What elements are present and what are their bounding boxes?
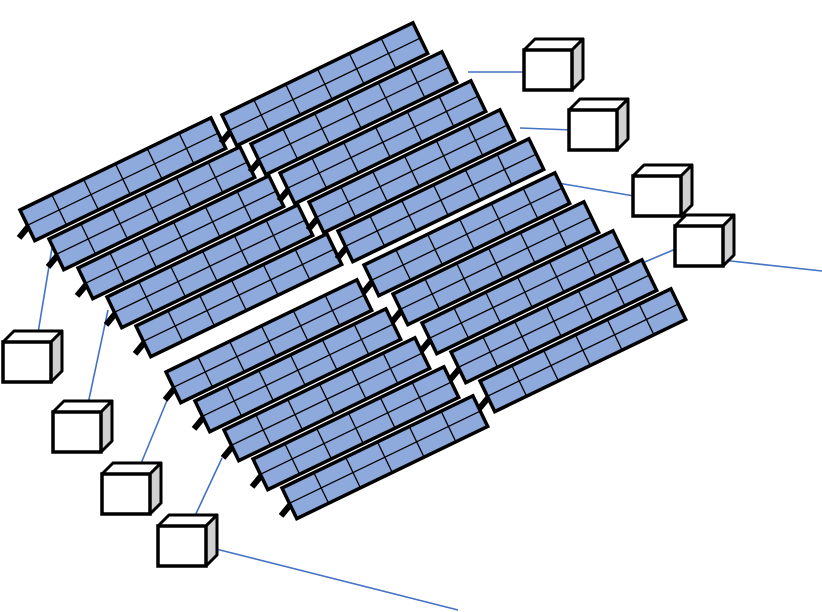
solar-panel: [249, 364, 462, 492]
cable: [551, 181, 635, 197]
mount-post: [132, 340, 147, 356]
solar-panel: [162, 277, 375, 405]
box-front: [100, 472, 152, 516]
mount-post: [45, 253, 60, 269]
mount-post: [447, 366, 462, 382]
solar-panel: [74, 173, 287, 301]
cell-divider: [173, 294, 365, 388]
box-front: [631, 174, 683, 218]
cell-divider: [258, 66, 450, 160]
array-upper-right: [218, 20, 547, 264]
cell-divider: [27, 132, 219, 226]
box-front: [673, 224, 725, 268]
cell-divider: [458, 274, 650, 368]
array-lower-right: [360, 170, 689, 414]
array-lower-left: [162, 277, 491, 521]
cell-divider: [56, 161, 248, 255]
cable: [139, 397, 169, 467]
solar-panel: [132, 231, 345, 359]
mount-post: [278, 502, 293, 518]
combiner-box-1: [1, 329, 64, 384]
solar-panel: [276, 78, 489, 206]
combiner-box-7: [631, 163, 694, 218]
output-cable: [721, 259, 822, 272]
cell-divider: [202, 323, 394, 417]
combiner-box-layer: [1, 37, 736, 568]
cell-divider: [260, 381, 452, 475]
mount-post: [334, 245, 349, 261]
solar-panel: [45, 144, 258, 272]
solar-panel: [247, 49, 460, 177]
combiner-box-5: [522, 37, 585, 92]
cell-divider: [400, 216, 592, 310]
solar-panel: [305, 107, 518, 235]
solar-panel: [447, 257, 660, 385]
solar-panel: [278, 393, 491, 521]
cable: [519, 127, 573, 131]
cell-divider: [229, 37, 421, 131]
cable: [193, 457, 223, 519]
panel-layer: [16, 20, 689, 521]
cell-divider: [289, 410, 481, 504]
solar-panel: [218, 20, 431, 148]
mount-post: [389, 308, 404, 324]
solar-panel: [418, 228, 631, 356]
output-cable: [211, 547, 459, 611]
combiner-box-3: [100, 461, 163, 516]
cell-divider: [487, 303, 679, 397]
cable: [87, 309, 109, 405]
cable-layer: [37, 71, 822, 611]
mount-post: [418, 337, 433, 353]
solar-panel: [16, 115, 229, 243]
mount-post: [249, 473, 264, 489]
solar-panel: [191, 306, 404, 434]
solar-panel: [360, 170, 573, 298]
solar-panel: [334, 136, 547, 264]
solar-panel: [476, 286, 689, 414]
solar-panel: [220, 335, 433, 463]
cell-divider: [143, 248, 335, 342]
cell-divider: [316, 124, 508, 218]
mount-post: [360, 279, 375, 295]
mount-post: [16, 224, 31, 240]
mount-post: [191, 415, 206, 431]
cell-divider: [429, 245, 621, 339]
cable: [639, 247, 679, 265]
box-front: [567, 108, 619, 152]
box-front: [51, 410, 103, 454]
mount-post: [305, 216, 320, 232]
mount-post: [476, 395, 491, 411]
combiner-box-8: [673, 213, 736, 268]
cell-divider: [231, 352, 423, 446]
mount-post: [276, 187, 291, 203]
array-upper-left: [16, 115, 345, 359]
cell-divider: [345, 153, 537, 247]
mount-post: [218, 129, 233, 145]
solar-panel: [389, 199, 602, 327]
mount-post: [74, 282, 89, 298]
mount-post: [247, 158, 262, 174]
cell-divider: [85, 190, 277, 284]
mount-post: [103, 311, 118, 327]
combiner-box-2: [51, 399, 114, 454]
mount-post: [220, 444, 235, 460]
combiner-box-6: [567, 97, 630, 152]
combiner-box-4: [156, 513, 219, 568]
cell-divider: [371, 187, 563, 281]
box-front: [522, 48, 574, 92]
box-front: [1, 340, 53, 384]
solar-panel: [103, 202, 316, 330]
cell-divider: [287, 95, 479, 189]
cell-divider: [114, 219, 306, 313]
box-front: [156, 524, 208, 568]
mount-post: [162, 386, 177, 402]
